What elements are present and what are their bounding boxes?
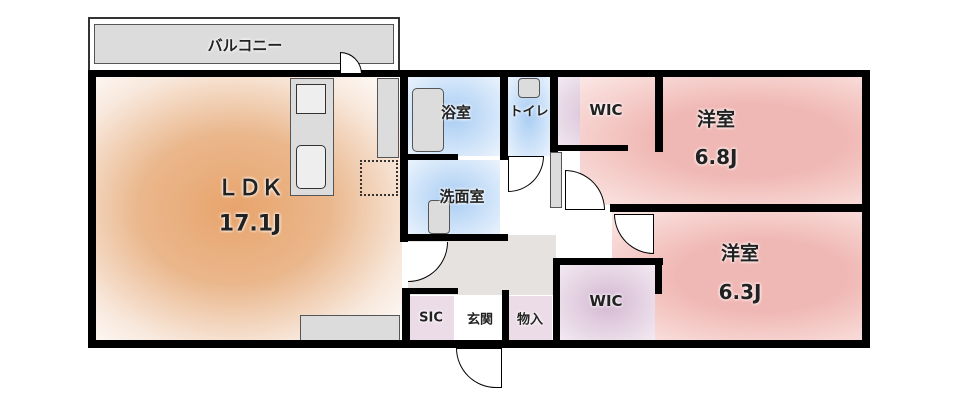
room-sic [408,296,454,340]
bedroom1-size: 6.8J [694,145,738,169]
entrance-label: 玄関 [466,312,494,328]
wall [88,340,870,348]
room-storage [508,296,552,340]
wic1-label: WIC [589,101,623,119]
wall [88,70,870,77]
balcony [88,17,400,75]
hall-closet [550,152,562,208]
door-toilet[interactable] [508,156,544,192]
bathtub [412,88,444,152]
room-bedroom1 [580,76,862,205]
bath-label: 浴室 [440,103,472,122]
wall [400,154,458,160]
wall [558,145,628,151]
wall [655,70,663,152]
wall [553,258,663,265]
wall [402,288,458,294]
wall [88,70,96,348]
wall [550,70,558,152]
wall [502,290,509,342]
ldk-size: 17.1J [218,211,282,237]
wall [655,258,662,294]
sic-label: SIC [419,310,443,326]
bedroom1-name: 洋室 [696,108,736,131]
ldk-name: ＬＤＫ [216,176,284,201]
bedroom2-size: 6.3J [718,280,762,304]
wall [553,258,560,342]
tv-counter [300,315,400,341]
wall [610,204,870,212]
toilet-icon [518,78,540,98]
wall [402,288,410,342]
room-wic2 [560,265,655,340]
room-ldk [96,76,402,342]
toilet-label: トイレ [509,104,549,120]
wall [500,70,508,160]
wic2-label: WIC [589,292,623,310]
wall [400,234,508,241]
stove-icon [296,84,326,114]
balcony-label: バルコニー [207,36,283,55]
fridge-space [360,160,398,196]
washroom-label: 洗面室 [439,187,485,206]
door-entrance[interactable] [456,348,502,388]
storage-label: 物入 [516,312,544,328]
bedroom2-name: 洋室 [720,242,760,265]
washbasin [428,200,450,234]
storage-shelf [377,78,399,158]
sink-icon [296,145,326,189]
room-washroom [408,160,500,236]
